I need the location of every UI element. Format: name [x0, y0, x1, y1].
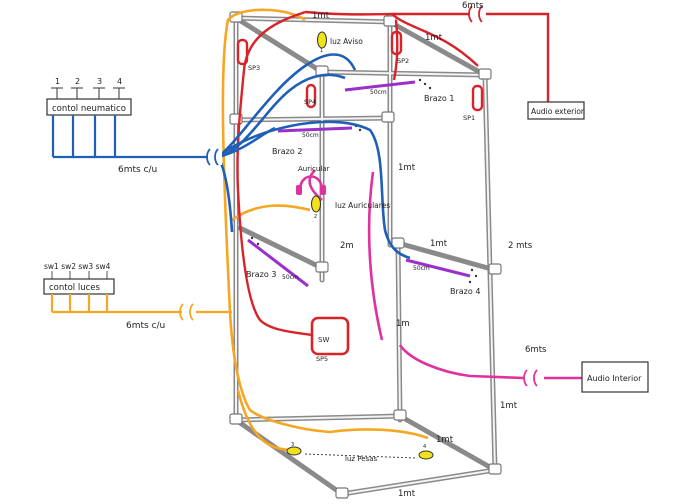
arm1-label: Brazo 1	[424, 94, 454, 103]
light-aviso-label: luz Aviso	[330, 37, 363, 46]
arm2-label: Brazo 2	[272, 147, 302, 156]
light-cables	[221, 8, 429, 452]
arm2-size: 50cm	[302, 132, 319, 139]
light-auricular-icon	[311, 195, 321, 213]
dim-bottom-right-1mt: 1mt	[436, 435, 454, 445]
dim-2mts: 2 mts	[508, 241, 533, 251]
neumatic-number-4: 4	[117, 77, 122, 86]
dim-1m: 1m	[396, 319, 410, 329]
neumatic-control: 1 2 3 4 contol neumatico 6mts c/u	[46, 77, 213, 175]
dim-top-right: 6mts	[462, 1, 484, 11]
luces-control: sw1 sw2 sw3 sw4 contol luces 6mts c/u	[43, 262, 232, 331]
arm4-label: Brazo 4	[450, 287, 480, 296]
light-pesas-label: luz Pesas	[345, 455, 377, 463]
pipe-frame	[229, 11, 502, 499]
audio-exterior-label: Audio exterior	[531, 107, 585, 116]
luces-control-box	[43, 278, 115, 295]
dim-2m: 2m	[340, 241, 354, 251]
subwoofer	[310, 316, 350, 356]
lights: 1 luz Aviso 2 luz Auriculares 3 4 luz Pe…	[286, 31, 434, 463]
light-pesas-left-number: 3	[291, 442, 294, 448]
neumatic-number-1: 1	[55, 77, 60, 86]
dim-bottom-1mt: 1mt	[398, 489, 416, 499]
audio-exterior-box	[527, 101, 585, 120]
headphones: Auricular	[296, 165, 330, 195]
arm3-label: Brazo 3	[246, 270, 276, 279]
arm3-size: 50cm	[282, 274, 299, 281]
speaker-sp3	[236, 38, 249, 66]
neumatic-number-3: 3	[97, 77, 102, 86]
audio-interior-box	[581, 361, 649, 393]
dim-top: 1mt	[312, 11, 330, 21]
arm4-size: 50cm	[413, 265, 430, 272]
light-auricular-label: luz Auriculares	[335, 201, 390, 210]
light-aviso-icon	[317, 31, 327, 49]
dim-top-side: 1mt	[425, 33, 443, 43]
light-pesas-left-icon	[286, 446, 302, 456]
pneumatic-lines	[216, 53, 411, 260]
audio-interior-label: Audio Interior	[587, 374, 642, 383]
light-aviso-number: 1	[320, 48, 323, 54]
switch-pins	[51, 271, 108, 279]
dim-right-1mt: 1mt	[500, 401, 518, 411]
speaker-sp4	[305, 83, 317, 109]
speaker-sp1	[471, 84, 484, 112]
pneumatic-arms: 50cm Brazo 1 50cm Brazo 2 50cm Brazo 3 5…	[246, 78, 480, 296]
light-pesas-right-number: 4	[423, 444, 426, 450]
subwoofer-label: SW	[318, 336, 329, 344]
light-pesas-right-icon	[418, 450, 434, 460]
speakers: SP3 SP2 SP1 SP4 SW SP5	[236, 30, 484, 363]
dim-arm4-1mt: 1mt	[430, 239, 448, 249]
dimensions: 1mt 6mts 1mt 1mt 2m 1mt 2 mts 1m 1mt 1mt…	[312, 1, 547, 499]
speaker-sp5-label: SP5	[316, 355, 328, 363]
neumatic-control-label: contol neumatico	[52, 104, 126, 114]
audio-exterior-cables	[236, 10, 550, 337]
switch-labels: sw1 sw2 sw3 sw4	[44, 262, 111, 271]
neumatic-valves	[51, 87, 125, 99]
neumatic-number-2: 2	[75, 77, 80, 86]
luces-cable-length: 6mts c/u	[126, 321, 165, 331]
light-auricular-number: 2	[314, 214, 317, 220]
dim-mid-1mt: 1mt	[398, 163, 416, 173]
speaker-sp2-label: SP2	[397, 57, 409, 65]
arm1-size: 50cm	[370, 89, 387, 96]
audio-exterior: Audio exterior	[527, 101, 585, 120]
neumatic-tubes	[51, 115, 213, 159]
audio-interior: Audio Interior	[581, 361, 649, 393]
luces-control-label: contol luces	[49, 283, 101, 293]
speaker-sp1-label: SP1	[463, 114, 475, 122]
speaker-sp3-label: SP3	[248, 64, 260, 72]
audio-interior-cable-length: 6mts	[525, 345, 547, 355]
speaker-sp4-label: SP4	[304, 98, 316, 106]
speaker-sp2	[390, 30, 403, 56]
neumatic-control-box	[46, 98, 132, 116]
neumatic-cable-length: 6mts c/u	[118, 165, 157, 175]
luces-cables	[50, 294, 232, 314]
headphones-label: Auricular	[298, 165, 330, 173]
